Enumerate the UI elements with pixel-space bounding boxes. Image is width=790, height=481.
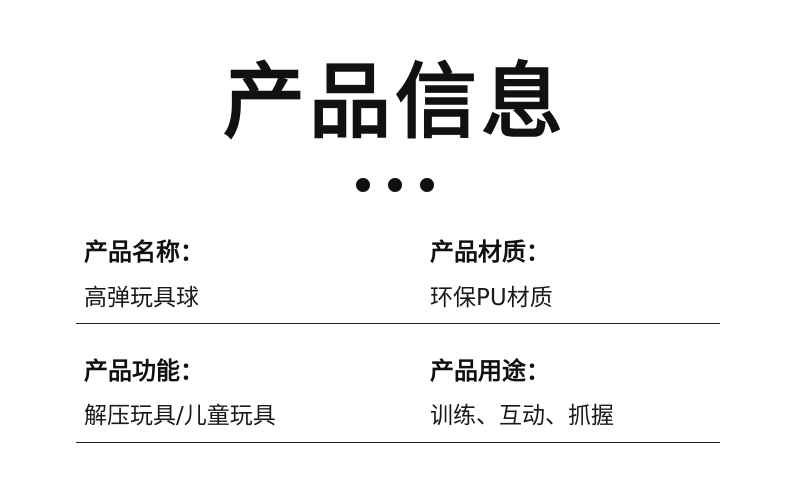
dot: [388, 178, 402, 192]
row-divider: [76, 442, 720, 443]
product-name-value: 高弹玩具球: [84, 285, 199, 311]
product-usage-value: 训练、互动、抓握: [430, 403, 614, 429]
dot: [356, 178, 370, 192]
dot: [420, 178, 434, 192]
product-material-label: 产品材质：: [430, 238, 550, 266]
dots-decoration: [0, 178, 790, 192]
page-title: 产品信息: [222, 55, 567, 150]
product-material-value: 环保PU材质: [430, 285, 553, 311]
row-divider: [76, 323, 720, 324]
product-usage-label: 产品用途：: [430, 357, 550, 385]
product-function-label: 产品功能：: [84, 357, 204, 385]
product-name-label: 产品名称：: [84, 238, 204, 266]
product-function-value: 解压玩具/儿童玩具: [84, 403, 276, 429]
